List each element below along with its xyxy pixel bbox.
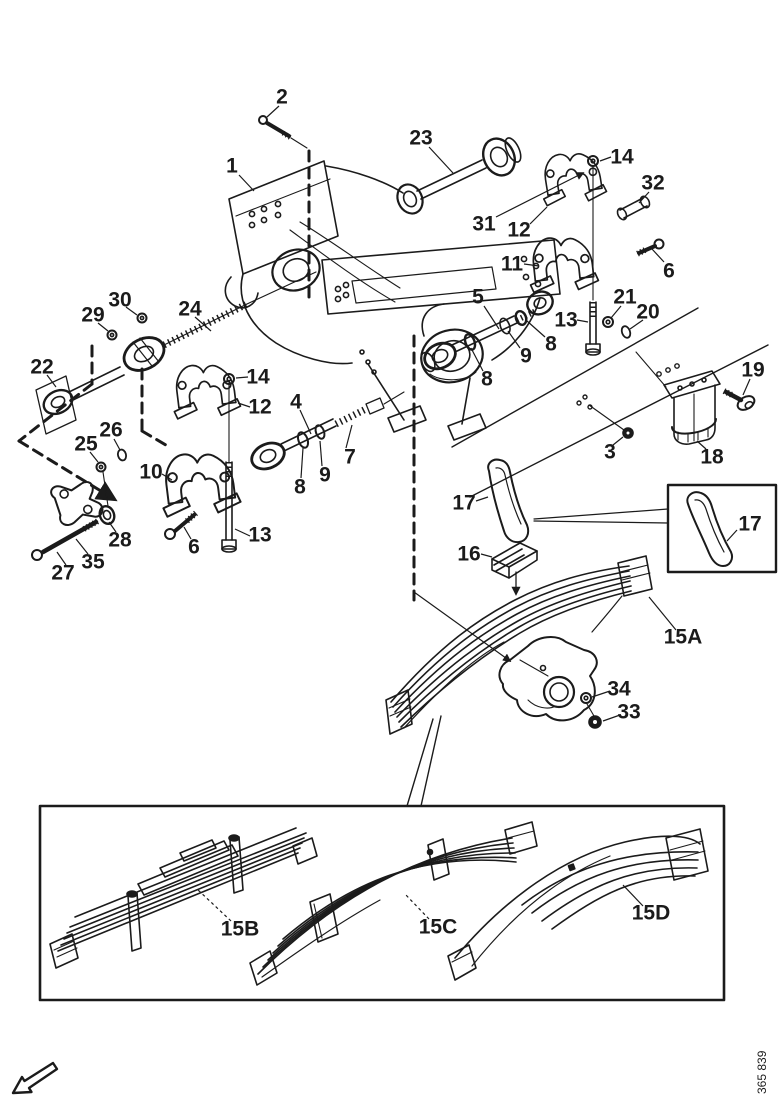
callout-12b: 12 xyxy=(248,396,271,419)
callout-16: 16 xyxy=(457,543,480,566)
frame-bracket-1-drawing xyxy=(224,160,561,441)
callout-9b: 9 xyxy=(520,345,532,368)
stabiliser-link-35 xyxy=(50,481,116,526)
callout-7: 7 xyxy=(344,446,356,469)
torque-rod-4-drawing xyxy=(250,391,405,471)
torque-rod-23-drawing xyxy=(396,137,522,215)
callout-17a: 17 xyxy=(452,492,475,515)
leaf-spring-15D-drawing xyxy=(447,828,709,981)
callout-12a: 12 xyxy=(507,219,530,242)
torque-rod-22-24-drawing xyxy=(35,271,317,435)
callout-25: 25 xyxy=(74,433,98,456)
bolt-27 xyxy=(31,518,100,561)
callout-17b: 17 xyxy=(738,513,761,536)
bracket-18-drawing xyxy=(663,370,721,445)
callout-27: 27 xyxy=(51,562,74,585)
callout-21: 21 xyxy=(613,286,637,309)
callout-5: 5 xyxy=(472,286,484,309)
leaf-spring-15A-drawing xyxy=(385,555,653,735)
callout-11: 11 xyxy=(501,253,524,276)
callout-34: 34 xyxy=(607,678,631,701)
variant-pointer-lines xyxy=(406,715,442,807)
callout-8c: 8 xyxy=(481,368,493,391)
callout-35: 35 xyxy=(81,551,105,574)
callout-28: 28 xyxy=(108,529,132,552)
bolt-6-right xyxy=(635,238,665,257)
leaf-spring-15B-drawing xyxy=(49,827,318,969)
callout-15C: 15C xyxy=(419,916,458,939)
figure-number: 365 839 xyxy=(755,1050,769,1094)
callout-23: 23 xyxy=(409,127,432,150)
leaf-spring-15C-drawing xyxy=(249,821,538,986)
callout-22: 22 xyxy=(30,356,53,379)
callout-10: 10 xyxy=(139,461,162,484)
callout-19: 19 xyxy=(741,359,764,382)
callout-33: 33 xyxy=(617,701,640,724)
callout-14b: 14 xyxy=(246,366,270,389)
spring-variants-box xyxy=(38,804,726,1002)
bolt-2 xyxy=(258,115,308,149)
callout-15D: 15D xyxy=(632,902,671,925)
leader-lines xyxy=(46,105,751,922)
callout-4: 4 xyxy=(290,391,302,414)
callout-15A: 15A xyxy=(664,626,703,649)
callout-30: 30 xyxy=(108,289,131,312)
callout-3: 3 xyxy=(604,441,616,464)
callout-13a: 13 xyxy=(554,309,577,332)
callout-labels: 1 2 23 14 32 31 12 11 6 21 5 20 13 30 29… xyxy=(30,86,764,941)
frame-rail-lines xyxy=(451,307,769,498)
callout-2: 2 xyxy=(276,86,288,109)
callout-29: 29 xyxy=(81,304,104,327)
inset-box-17 xyxy=(533,483,778,574)
callout-8a: 8 xyxy=(294,476,306,499)
pin-32 xyxy=(616,195,651,221)
stud-nut14-bolt13-mid xyxy=(221,373,237,553)
callout-18: 18 xyxy=(700,446,724,469)
callout-14a: 14 xyxy=(610,146,634,169)
direction-arrow xyxy=(11,1061,59,1095)
v-stay-bracket-12-mid xyxy=(168,359,243,422)
bolt-19 xyxy=(722,388,756,411)
bolt-6-mid xyxy=(164,510,198,540)
callout-6a: 6 xyxy=(663,260,675,283)
callout-26: 26 xyxy=(99,419,122,442)
torque-rod-5-drawing xyxy=(420,290,554,373)
callout-9a: 9 xyxy=(319,464,331,487)
callout-24: 24 xyxy=(178,298,202,321)
callout-20: 20 xyxy=(636,301,659,324)
callout-6b: 6 xyxy=(188,536,200,559)
stud-nut14-bolt13-right xyxy=(585,155,601,356)
callout-15B: 15B xyxy=(221,918,260,941)
bump-stop-16-drawing xyxy=(491,542,538,596)
callout-1: 1 xyxy=(226,155,238,178)
clamp-17-drawing xyxy=(487,458,530,544)
callout-8b: 8 xyxy=(545,333,557,356)
callout-32: 32 xyxy=(641,172,664,195)
nuts-washers xyxy=(95,312,634,729)
callout-13b: 13 xyxy=(248,524,271,547)
callout-31: 31 xyxy=(472,213,496,236)
